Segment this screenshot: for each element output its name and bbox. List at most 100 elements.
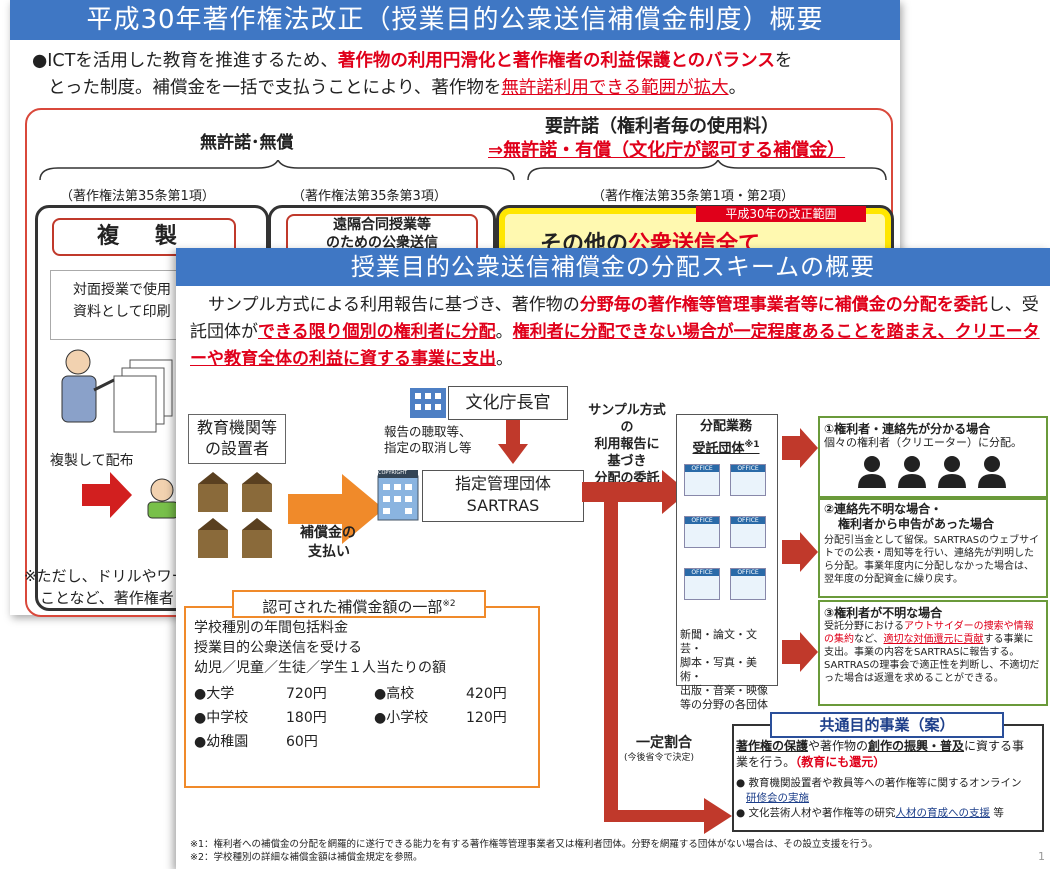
intro-text: サンプル方式による利用報告に基づき、著作物の xyxy=(208,295,580,315)
remote-label-line: 遠隔合同授業等 xyxy=(333,217,431,233)
free-use-heading: 無許諾･無償 xyxy=(200,133,294,153)
common-bullet: 等 xyxy=(993,807,1004,819)
fee-label: ●中学校 xyxy=(194,710,249,726)
common-emphasis: 創作の振興・普及 xyxy=(868,739,965,753)
back-slide-intro: ●ICTを活用した教育を推進するため、著作物の利用円滑化と著作権者の利益保護との… xyxy=(32,48,892,102)
foreground-slide: 授業目的公衆送信補償金の分配スキームの概要 サンプル方式による利用報告に基づき、… xyxy=(176,248,1050,869)
institution-line: の設置者 xyxy=(204,439,269,458)
common-text: に資する事業を行う。 xyxy=(736,739,1025,769)
dist-title-line: 分配業務 xyxy=(699,419,752,434)
fee-label: ●小学校 xyxy=(374,710,429,726)
fee-description: 学校種別の年間包括料金 授業目的公衆送信を受ける 幼児／児童／生徒／学生１人当た… xyxy=(194,618,446,678)
designated-line: SARTRAS xyxy=(466,496,540,515)
case3-box xyxy=(818,600,1048,706)
fee-label: ●高校 xyxy=(374,686,415,702)
back-slide-title: 平成30年著作権法改正（授業目的公衆送信補償金制度）概要 xyxy=(10,0,900,40)
school-buildings-icon xyxy=(198,472,272,558)
license-heading: 要許諾（権利者毎の使用料） xyxy=(545,116,779,137)
payment-line: 支払い xyxy=(308,544,350,560)
common-text: や著作物の xyxy=(808,739,869,753)
intro-highlight: 無許諾利用できる範囲が拡大 xyxy=(501,78,729,98)
fee-value: 180円 xyxy=(286,710,327,726)
intro-text: とった制度。補償金を一括で支払うことにより、著作物を xyxy=(48,78,502,98)
teacher-illustration xyxy=(61,349,173,433)
footnote-line: ※1：権利者への補償金の分配を網羅的に遂行できる能力を有する著作権等管理事業者又… xyxy=(190,839,878,850)
institution-box: 教育機関等 の設置者 xyxy=(188,414,286,464)
fixed-share-note: (今後省令で決定) xyxy=(624,753,695,763)
fee-title-text: 認可された補償金額の一部 xyxy=(262,598,443,616)
office-icon: OFFICE xyxy=(730,516,766,548)
grouping-braces xyxy=(39,160,887,181)
page-number: 1 xyxy=(1038,850,1045,863)
footnote-mark: ※1 xyxy=(744,440,760,450)
office-icon: OFFICE xyxy=(684,568,720,600)
usage-box: 対面授業で使用 資料として印刷 xyxy=(50,270,224,340)
supervision-arrow-icon xyxy=(498,420,528,464)
distribution-org-title: 分配業務 受託団体※1 xyxy=(676,418,776,458)
common-bullet: ● 教育機関設置者や教員等への著作権等に関するオンライン xyxy=(736,777,1022,789)
copyright-tag: COPYRIGHT xyxy=(378,470,408,476)
designated-line: 指定管理団体 xyxy=(454,474,551,493)
payment-arrow-icon xyxy=(288,474,384,544)
fixed-share-label: 一定割合 xyxy=(636,735,692,751)
dist-fields: 新聞・論文・文芸・ 脚本・写真・美術・ 出版・音楽・映像 等の分野の各団体 xyxy=(680,628,776,712)
case2-arrow-icon xyxy=(782,532,818,572)
office-icon: OFFICE xyxy=(730,568,766,600)
agency-note-line: 報告の聴取等、 xyxy=(384,424,472,439)
agency-note-line: 指定の取消し等 xyxy=(384,440,472,455)
dist-field-line: 新聞・論文・文芸・ xyxy=(680,628,757,655)
fee-value: 420円 xyxy=(466,686,507,702)
intro-text: し、受託団体が xyxy=(190,295,1039,342)
article-ref-3: （著作権法第35条第1項・第2項） xyxy=(592,189,795,204)
common-bullet-link: 人材の育成への支援 xyxy=(895,807,991,819)
case3-text-highlight: アウトサイダーの捜索や情報の集約 xyxy=(824,621,1034,645)
common-bullet-link: 研修会の実施 xyxy=(746,792,809,804)
dist-field-line: 等の分野の各団体 xyxy=(680,698,768,711)
sample-line: 利用報告に xyxy=(594,437,660,452)
fee-line: 幼児／児童／生徒／学生１人当たりの額 xyxy=(194,660,446,676)
sample-line: サンプル方式の xyxy=(588,403,666,435)
agency-building-icon xyxy=(410,388,446,418)
intro-highlight: 権利者に分配できない場合が一定程度あることを踏まえ、クリエーターや教育全体の利益… xyxy=(190,322,1040,369)
footnote-mark: ※2 xyxy=(442,599,456,609)
common-purpose-title: 共通目的事業（案） xyxy=(770,712,1004,738)
case2-text: 分配引当金として留保。SARTRASのウェブサイトでの公表・周知等を行い、連絡先… xyxy=(824,535,1040,585)
front-slide-title: 授業目的公衆送信補償金の分配スキームの概要 xyxy=(176,248,1050,286)
fee-line: 学校種別の年間包括料金 xyxy=(194,620,348,636)
case1-box xyxy=(818,416,1048,498)
fee-value: 60円 xyxy=(286,734,318,750)
case2-box xyxy=(818,498,1048,598)
agency-box: 文化庁長官 xyxy=(448,386,568,420)
distribution-flow-arrows xyxy=(582,470,688,812)
back-note: ※ただし、ドリルやワー ことなど、著作権者 xyxy=(24,565,187,609)
case3-title: ③権利者が不明な場合 xyxy=(824,606,943,620)
case3-text-highlight: 適切な対価還元に貢献 xyxy=(883,634,984,645)
fee-label: ●幼稚園 xyxy=(194,734,249,750)
case3-arrow-icon xyxy=(782,632,818,672)
case2-title: ②連絡先不明な場合・ 権利者から申告があった場合 xyxy=(824,502,994,532)
intro-text: 。 xyxy=(495,322,513,342)
footnote-line: ※2：学校種別の詳細な補償金額は補償金規定を参照。 xyxy=(190,852,423,863)
fee-line: 授業目的公衆送信を受ける xyxy=(194,640,362,656)
designated-body-box: 指定管理団体 SARTRAS xyxy=(422,470,584,522)
fee-value: 120円 xyxy=(466,710,507,726)
distribute-arrow-icon xyxy=(82,472,179,519)
office-grid: OFFICE OFFICE OFFICE OFFICE OFFICE OFFIC… xyxy=(684,464,774,600)
case2-title-line: ②連絡先不明な場合・ xyxy=(824,502,943,516)
payment-line: 補償金の xyxy=(300,525,356,541)
office-icon: OFFICE xyxy=(684,516,720,548)
creator-people-icon xyxy=(858,456,1006,488)
article-ref-1: （著作権法第35条第1項） xyxy=(60,189,215,204)
distribute-label: 複製して配布 xyxy=(50,453,134,469)
intro-text: 。 xyxy=(496,349,513,369)
dist-field-line: 脚本・写真・美術・ xyxy=(680,656,757,683)
intro-text: を xyxy=(774,51,793,71)
common-highlight: （教育にも還元） xyxy=(795,755,886,769)
reform-scope-label: 平成30年の改正範囲 xyxy=(696,206,866,222)
remote-label-line: のための公衆送信 xyxy=(326,235,438,251)
common-bullet: ● 文化芸術人材や著作権等の研究 xyxy=(736,807,896,819)
license-subheading: ⇒無許諾・有償（文化庁が認可する補償金） xyxy=(488,140,846,161)
common-emphasis: 著作権の保護 xyxy=(736,739,809,753)
intro-highlight: 著作物の利用円滑化と著作権者の利益保護とのバランス xyxy=(337,51,775,71)
dist-title-line: 受託団体 xyxy=(692,441,745,457)
